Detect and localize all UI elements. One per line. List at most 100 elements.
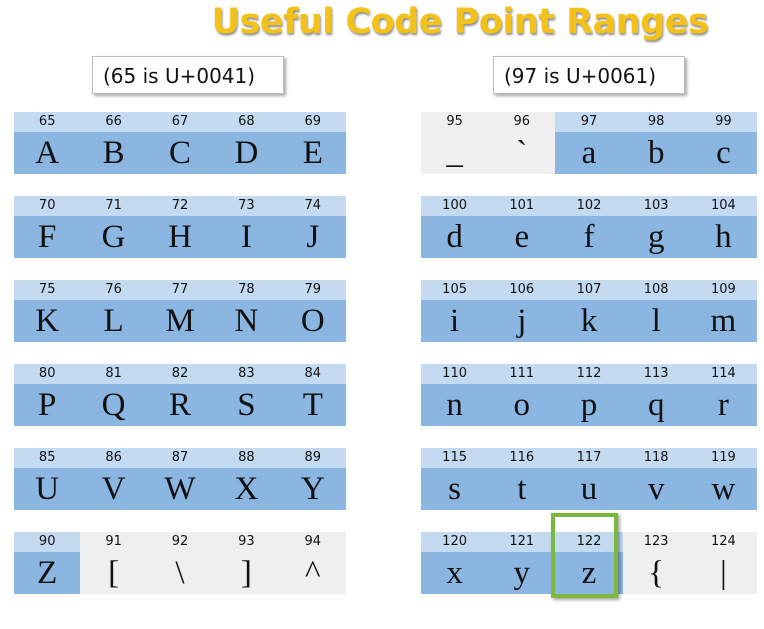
code-character: T bbox=[279, 384, 346, 426]
code-number: 90 bbox=[14, 532, 81, 552]
code-cell-95: 95_ bbox=[421, 112, 489, 174]
code-character: W bbox=[146, 468, 214, 510]
code-number: 108 bbox=[622, 280, 690, 300]
slide-title: Useful Code Point Ranges bbox=[211, 2, 709, 42]
code-character: o bbox=[488, 384, 556, 426]
code-number: 116 bbox=[488, 448, 556, 468]
code-number: 65 bbox=[14, 112, 81, 132]
code-character: v bbox=[622, 468, 690, 510]
code-number: 103 bbox=[622, 196, 690, 216]
code-number: 88 bbox=[213, 448, 280, 468]
code-number: 99 bbox=[689, 112, 757, 132]
code-character: \ bbox=[175, 555, 185, 591]
code-cell-93: 93] bbox=[213, 532, 280, 594]
code-character: I bbox=[213, 216, 280, 258]
code-cell-91: 91 [ bbox=[80, 532, 147, 594]
code-number: 91 bbox=[105, 534, 122, 549]
code-character: t bbox=[488, 468, 556, 510]
code-character: b bbox=[622, 132, 690, 174]
code-number: 72 bbox=[146, 196, 214, 216]
code-number: 106 bbox=[488, 280, 556, 300]
code-number: 104 bbox=[689, 196, 757, 216]
code-number: 114 bbox=[689, 364, 757, 384]
code-character: d bbox=[421, 216, 489, 258]
code-character: r bbox=[689, 384, 757, 426]
code-number: 97 bbox=[555, 112, 623, 132]
code-number: 69 bbox=[279, 112, 346, 132]
code-number: 73 bbox=[213, 196, 280, 216]
code-character: c bbox=[689, 132, 757, 174]
code-number: 80 bbox=[14, 364, 81, 384]
code-character: X bbox=[213, 468, 280, 510]
code-number: 81 bbox=[80, 364, 147, 384]
code-number: 70 bbox=[14, 196, 81, 216]
code-number: 122 bbox=[555, 532, 623, 552]
code-character: [ bbox=[108, 555, 120, 591]
code-number: 76 bbox=[80, 280, 147, 300]
code-character: O bbox=[279, 300, 346, 342]
code-number: 120 bbox=[421, 532, 489, 552]
code-number: 109 bbox=[689, 280, 757, 300]
code-character: s bbox=[421, 468, 489, 510]
code-character: e bbox=[488, 216, 556, 258]
code-character: | bbox=[720, 555, 727, 591]
code-character: i bbox=[421, 300, 489, 342]
code-number: 110 bbox=[421, 364, 489, 384]
code-character: ^ bbox=[305, 555, 321, 591]
code-character: y bbox=[488, 552, 556, 594]
code-number: 102 bbox=[555, 196, 623, 216]
code-number: 105 bbox=[421, 280, 489, 300]
code-number: 77 bbox=[146, 280, 214, 300]
code-character: L bbox=[80, 300, 147, 342]
code-character: a bbox=[555, 132, 623, 174]
code-number: 121 bbox=[488, 532, 556, 552]
code-character: x bbox=[421, 552, 489, 594]
code-character: ` bbox=[516, 135, 528, 171]
code-number: 96 bbox=[513, 114, 531, 129]
code-character: h bbox=[689, 216, 757, 258]
code-character: R bbox=[146, 384, 214, 426]
code-character: g bbox=[622, 216, 690, 258]
code-number: 115 bbox=[421, 448, 489, 468]
code-character: m bbox=[689, 300, 757, 342]
code-character: E bbox=[279, 132, 346, 174]
code-character: J bbox=[279, 216, 346, 258]
code-character: ] bbox=[240, 555, 252, 591]
code-character: Y bbox=[279, 468, 346, 510]
code-character: Q bbox=[80, 384, 147, 426]
code-number: 107 bbox=[555, 280, 623, 300]
code-number: 87 bbox=[146, 448, 214, 468]
